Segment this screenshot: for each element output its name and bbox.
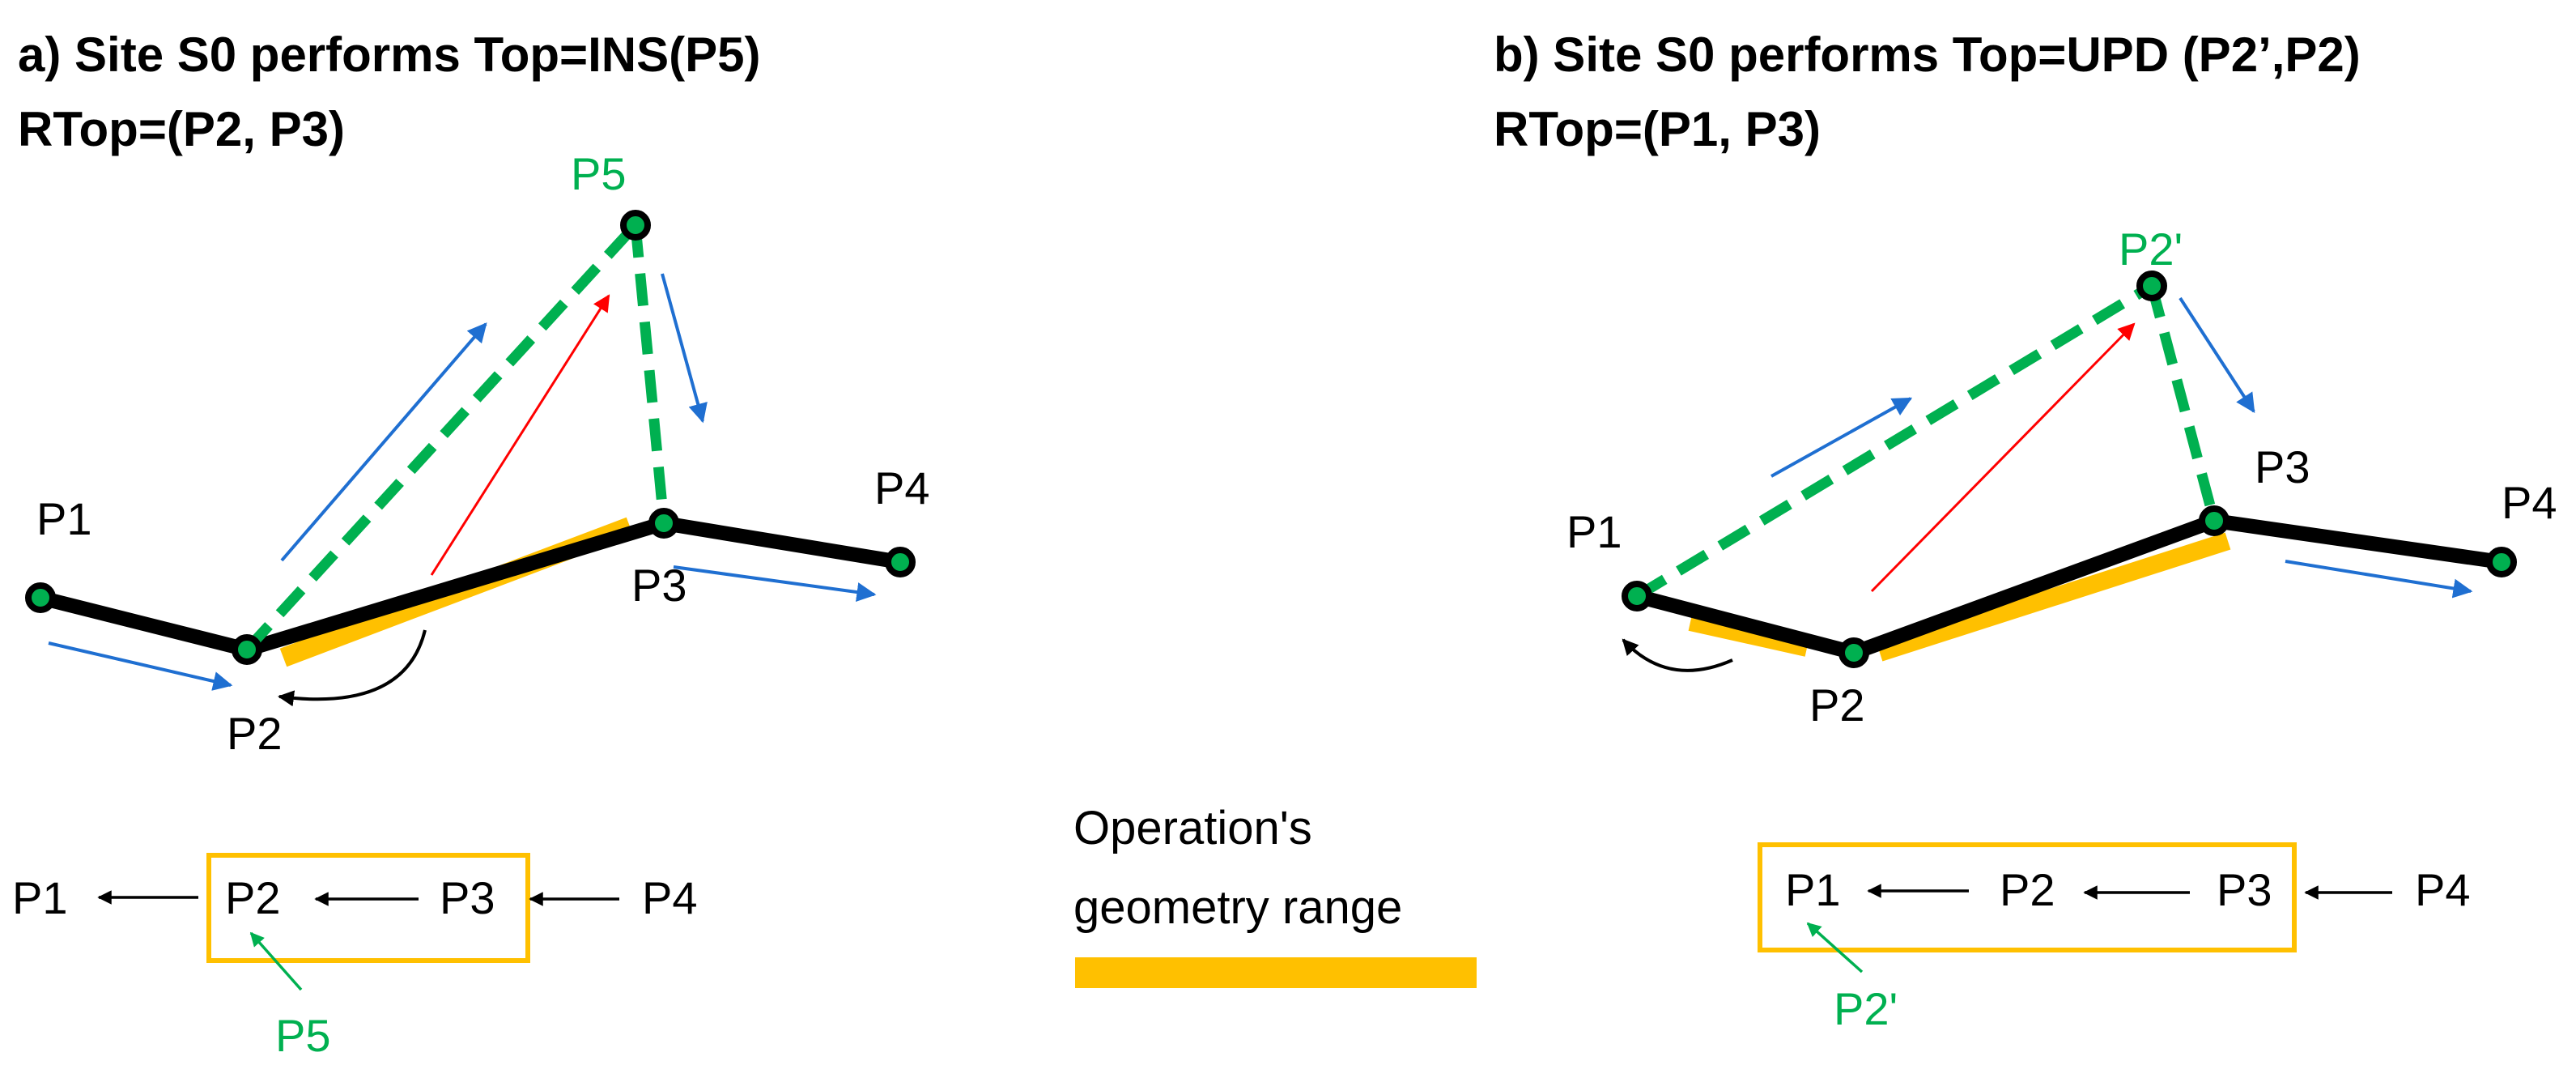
panel-b-polyline: [1634, 513, 2503, 660]
panel-a-seq-p1: P1: [12, 872, 68, 923]
panel-a-curved-arrow: [278, 629, 427, 707]
panel-a-point-p4: [885, 547, 916, 577]
panel-a-seq-insert-arrow: [249, 931, 303, 991]
panel-b-new-segment-p1-p2prime: [1634, 281, 2155, 601]
panel-b-point-p4: [2486, 547, 2517, 577]
panel-a-polyline: [38, 516, 902, 657]
panel-a-label-p5: P5: [571, 148, 627, 199]
panel-a-point-p3: [648, 508, 679, 539]
panel-b-title-line1: b) Site S0 performs Top=UPD (P2’,P2): [1494, 28, 2361, 82]
panel-b-seq-insert-arrow: [1806, 922, 1864, 974]
panel-b: b) Site S0 performs Top=UPD (P2’,P2) RTo…: [1494, 28, 2557, 1034]
panel-b-direction-arrow-p1-p2prime: [1770, 397, 1913, 478]
panel-a-title-line2: RTop=(P2, P3): [18, 102, 345, 156]
panel-a-label-p2: P2: [227, 708, 283, 759]
panel-a-direction-arrow-p5-p3: [661, 273, 708, 424]
panel-a-sequence-box: [206, 853, 530, 963]
panel-a-label-p1: P1: [36, 493, 92, 544]
panel-b-label-p2: P2: [1809, 680, 1865, 731]
panel-a-point-p1: [25, 582, 56, 613]
panel-b-point-p2prime: [2136, 271, 2167, 301]
panel-a-seq-p4: P4: [642, 872, 698, 923]
panel-a-seq-p2: P2: [225, 872, 281, 923]
panel-b-label-p2prime: P2': [2119, 224, 2183, 275]
panel-b-seq-p3: P3: [2217, 864, 2272, 915]
panel-a: a) Site S0 performs Top=INS(P5) RTop=(P2…: [12, 28, 930, 1061]
panel-b-point-p2: [1838, 637, 1869, 668]
panel-a-new-segment-p5-p3: [630, 224, 670, 524]
panel-a-move-vector: [430, 294, 610, 576]
panel-a-direction-arrow-p3-p4: [673, 565, 877, 602]
legend: Operation's geometry range: [1073, 802, 1477, 988]
panel-b-direction-arrow-p2prime-p3: [2179, 296, 2255, 414]
panel-a-label-p3: P3: [631, 560, 687, 611]
panel-b-point-p1: [1622, 581, 1652, 611]
legend-text-line2: geometry range: [1073, 881, 1402, 934]
panel-b-point-p3: [2199, 505, 2230, 536]
panel-b-sequence-box: [1758, 842, 2297, 952]
panel-a-seq-p3: P3: [440, 872, 495, 923]
panel-b-direction-arrow-p3-p4: [2285, 560, 2473, 599]
panel-a-direction-arrow-p1-p2: [48, 641, 233, 691]
panel-b-seq-inserted-label: P2': [1834, 983, 1898, 1034]
panel-a-point-p2: [232, 634, 262, 665]
panel-b-geometry-range-left: [1688, 613, 1809, 657]
panel-a-title-line1: a) Site S0 performs Top=INS(P5): [18, 28, 760, 82]
panel-b-move-vector: [1870, 322, 2136, 593]
panel-b-seq-p2: P2: [2000, 864, 2055, 915]
panel-b-geometry-range-right: [1877, 532, 2231, 662]
panel-b-new-segment-p2prime-p3: [2146, 284, 2220, 522]
panel-a-direction-arrow-p2-p5: [280, 322, 487, 562]
panel-b-curved-arrow: [1622, 638, 1733, 672]
panel-b-label-p3: P3: [2255, 441, 2310, 492]
legend-text-line1: Operation's: [1073, 802, 1312, 854]
panel-a-seq-inserted-label: P5: [275, 1010, 331, 1061]
panel-b-seq-p4: P4: [2415, 864, 2471, 915]
panel-b-label-p1: P1: [1566, 506, 1622, 557]
panel-b-title-line2: RTop=(P1, P3): [1494, 102, 1821, 156]
panel-b-seq-p1: P1: [1785, 864, 1841, 915]
legend-geometry-range-swatch: [1075, 957, 1477, 988]
panel-a-label-p4: P4: [874, 462, 930, 513]
panel-a-point-p5: [620, 210, 651, 241]
panel-b-label-p4: P4: [2502, 477, 2557, 528]
